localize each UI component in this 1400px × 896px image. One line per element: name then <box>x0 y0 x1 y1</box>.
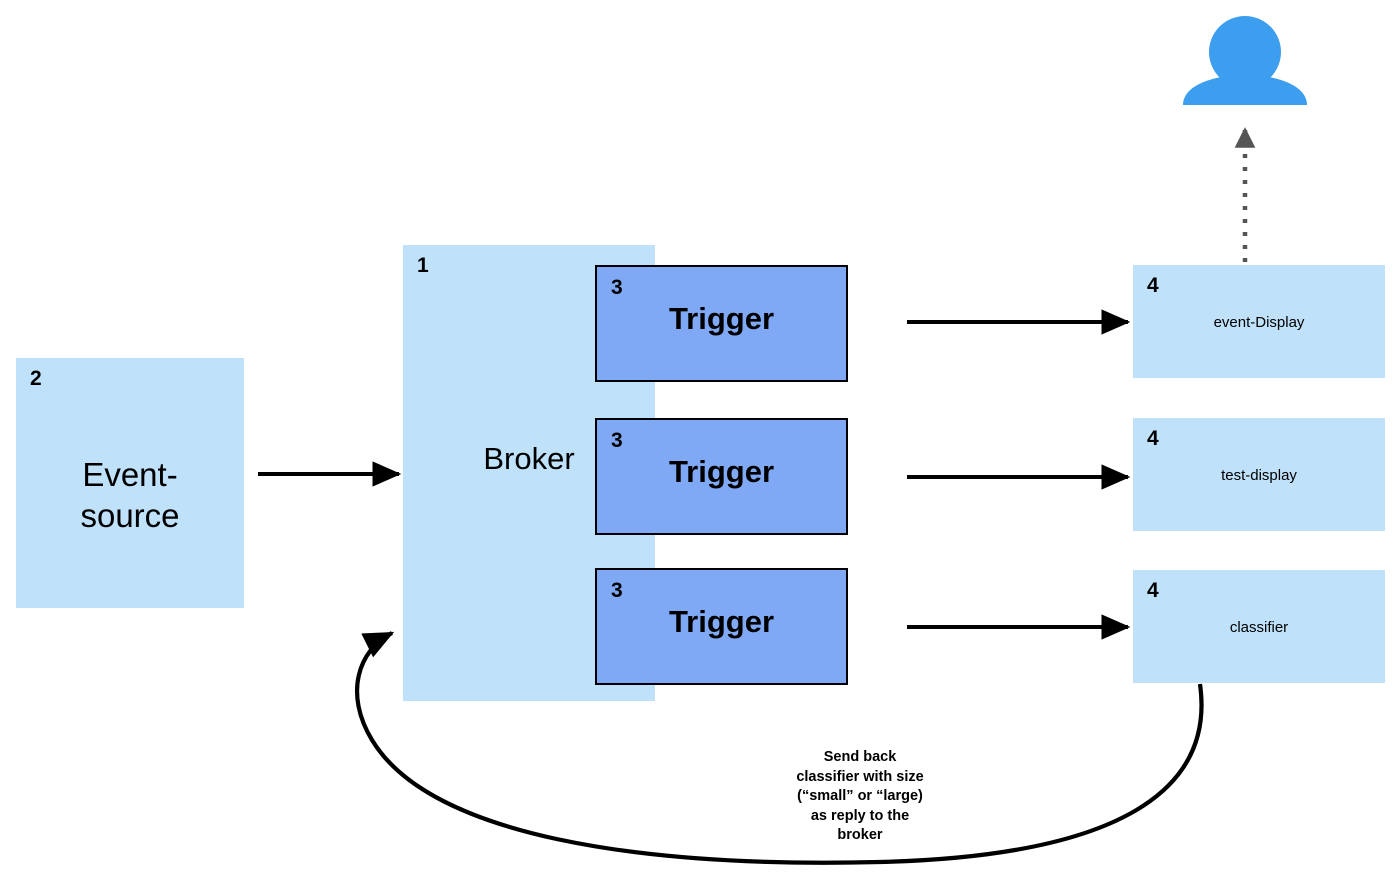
classifier-label: classifier <box>1229 619 1289 636</box>
node-trigger-1[interactable]: 3 Trigger <box>595 265 848 382</box>
trigger-3-label: Trigger <box>668 604 775 639</box>
person-icon <box>1183 16 1307 105</box>
event-display-badge: 4 <box>1147 274 1159 297</box>
annotation-line-3: (“small” or “large) <box>797 788 923 804</box>
annotation-line-1: Send back <box>823 749 897 765</box>
annotation-line-2: classifier with size <box>796 768 924 785</box>
annotation-line-5: broker <box>837 827 883 843</box>
event-source-label: Event- source <box>80 456 180 534</box>
node-trigger-2[interactable]: 3 Trigger <box>595 418 848 535</box>
node-classifier[interactable]: 4 classifier <box>1133 570 1385 683</box>
node-test-display[interactable]: 4 test-display <box>1133 418 1385 531</box>
node-trigger-3[interactable]: 3 Trigger <box>595 568 848 685</box>
trigger-1-badge: 3 <box>611 276 623 299</box>
node-event-source[interactable]: 2 Event- source <box>16 358 244 608</box>
trigger-3-badge: 3 <box>611 579 623 602</box>
test-display-label: test-display <box>1221 467 1297 484</box>
event-display-label: event-Display <box>1213 314 1305 331</box>
test-display-badge: 4 <box>1147 427 1159 450</box>
trigger-1-label: Trigger <box>668 301 775 336</box>
classifier-badge: 4 <box>1147 579 1159 602</box>
event-source-badge: 2 <box>30 367 42 390</box>
broker-label: Broker <box>483 441 575 476</box>
broker-badge: 1 <box>417 254 429 277</box>
reply-edge-annotation: Send back classifier with size (“small” … <box>747 748 973 846</box>
edge-classifier-reply-to-broker <box>355 631 1204 865</box>
trigger-2-label: Trigger <box>668 454 775 489</box>
annotation-line-4: as reply to the <box>810 807 910 824</box>
trigger-2-badge: 3 <box>611 429 623 452</box>
node-event-display[interactable]: 4 event-Display <box>1133 265 1385 378</box>
